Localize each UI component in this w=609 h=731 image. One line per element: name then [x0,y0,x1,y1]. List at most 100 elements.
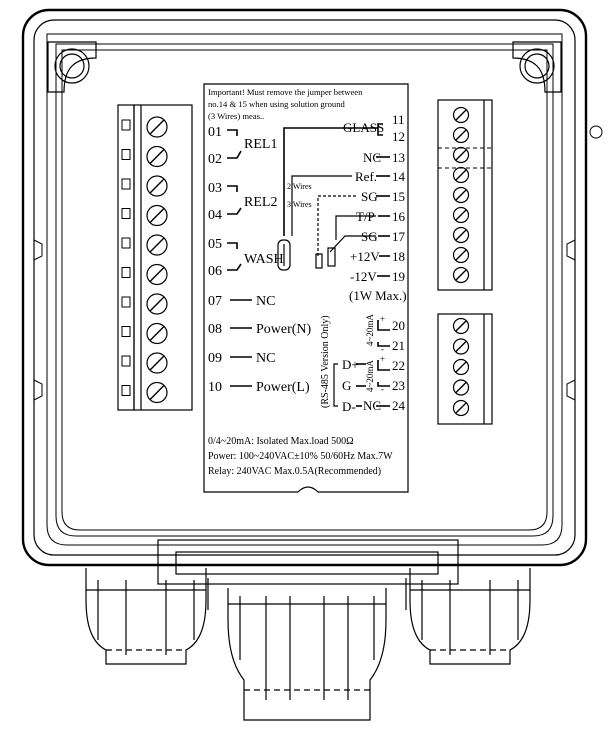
terminal-screw [452,379,470,396]
terminal-14-label: Ref. [355,169,377,184]
terminal-12-number: 12 [392,129,405,144]
right-upper-screws [452,106,470,284]
terminal-09-label: NC [256,351,275,366]
right-terminal-block-upper [437,99,493,291]
right-terminal-lines [283,123,390,277]
terminal-07-number: 07 [208,294,222,309]
terminal-04-label: REL2 [244,195,277,210]
terminal-tab [121,355,131,367]
terminal-23-number: 23 [392,378,405,393]
terminal-screw [452,186,470,204]
output-vertical-labels: 4~20mA 4~20mA (RS-485 Version Only) [320,314,375,408]
terminal-23-sign: - [381,384,384,394]
max-note: (1W Max.) [349,288,407,303]
terminal-screw [146,352,168,374]
output-terminals: 20 21 22 23 24 NC + - + - D+ G D- [342,314,406,414]
left-terminal-labels: 01 02 REL1 03 04 REL2 05 06 WASH 07 NC 0… [208,125,312,395]
rs485-version-label: (RS-485 Version Only) [320,315,331,408]
notice-line-2: no.14 & 15 when using solution ground [208,99,345,109]
jumper-dashes [438,147,492,169]
terminal-20-sign: + [380,314,385,324]
current-label-lower: 4~20mA [365,360,375,392]
notice-line-1: Important! Must remove the jumper betwee… [208,87,363,97]
left-terminal-block [117,104,193,411]
terminal-14-number: 14 [392,169,406,184]
terminal-18-number: 18 [392,249,405,264]
left-screws [146,116,168,404]
terminal-screw [146,381,168,404]
terminal-tab [121,178,131,190]
wire-labels: 2 Wires 3 Wires [287,182,312,209]
terminal-03-number: 03 [208,181,222,196]
terminal-22-number: 22 [392,358,405,373]
terminal-screw [452,358,470,376]
electrode-wiring [277,175,376,271]
rs485-d-minus: D- [342,399,356,414]
terminal-19-number: 19 [392,269,405,284]
terminal-08-label: Power(N) [256,322,312,337]
label-panel [203,83,409,493]
right-terminal-block-lower [437,313,493,425]
left-terminal-lines [227,129,252,387]
terminal-06-label: WASH [244,252,284,267]
output-lines [333,320,390,407]
terminal-21-number: 21 [392,338,405,353]
terminal-tab [121,119,131,131]
terminal-tab [121,149,131,160]
terminal-tab [121,237,131,249]
terminal-16-number: 16 [392,209,406,224]
terminal-09-number: 09 [208,351,222,366]
terminal-24-label: NC [363,398,381,413]
terminal-06-number: 06 [208,264,222,279]
terminal-screw [146,263,168,286]
terminal-17-number: 17 [392,229,406,244]
terminal-screw [146,175,168,197]
terminal-screw [452,246,470,264]
two-wires-label: 2 Wires [287,182,312,191]
terminal-08-number: 08 [208,322,222,337]
terminal-tab [121,385,131,396]
spec-footer: 0/4~20mA: Isolated Max.load 500Ω Power: … [208,436,393,477]
terminal-13-label: NC [363,150,381,165]
rs485-d-plus: D+ [342,357,359,372]
terminal-20-number: 20 [392,318,405,333]
terminal-screw [146,204,168,227]
terminal-screw [452,126,470,144]
rs485-g: G [342,378,351,393]
terminal-02-number: 02 [208,152,222,167]
terminal-13-number: 13 [392,150,405,165]
terminal-screw [146,293,168,315]
terminal-screw [452,146,470,164]
terminal-screw [146,145,168,168]
terminal-18-label: +12V [350,249,380,264]
enclosure [21,8,603,567]
current-label-upper: 4~20mA [365,314,375,346]
terminal-11-number: 11 [392,112,405,127]
terminal-screw [146,234,168,256]
terminal-screw [452,317,470,335]
terminal-07-label: NC [256,294,275,309]
notice-line-3: (3 Wires) meas.. [208,111,264,121]
terminal-19-label: -12V [350,269,377,284]
left-ticks [121,119,131,396]
terminal-screw [452,266,470,284]
corner-screws [47,41,562,93]
terminal-22-sign: + [380,354,385,364]
terminal-screw [452,226,470,244]
spec-output: 0/4~20mA: Isolated Max.load 500Ω [208,436,354,447]
terminal-21-sign: - [381,344,384,354]
terminal-tab [121,326,131,337]
terminal-screw [452,399,470,417]
terminal-10-label: Power(L) [256,380,310,395]
terminal-10-number: 10 [208,380,222,395]
terminal-screw [146,322,168,345]
spec-relay: Relay: 240VAC Max.0.5A(Recommended) [208,466,381,477]
three-wires-label: 3 Wires [287,200,312,209]
terminal-02-label: REL1 [244,137,277,152]
spec-power: Power: 100~240VAC±10% 50/60Hz Max.7W [208,451,393,462]
terminal-15-label: SG [361,189,378,204]
terminal-screw [452,206,470,224]
terminal-04-number: 04 [208,208,222,223]
terminal-01-number: 01 [208,125,222,140]
